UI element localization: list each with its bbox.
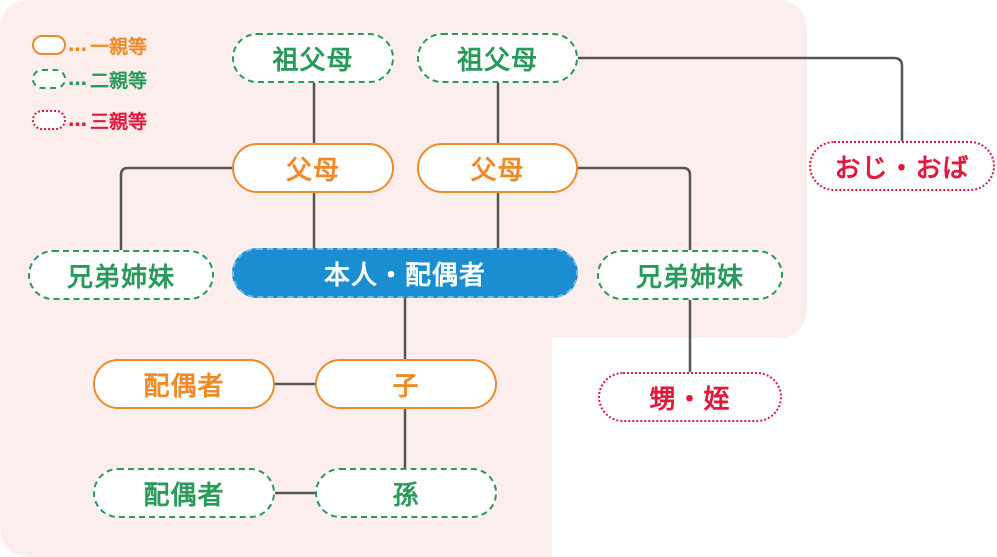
legend-dotted-marker [32,110,66,130]
node-uncle-aunt: おじ・おば [809,141,995,191]
node-nephew-niece: 甥・姪 [598,372,782,422]
legend-item-third-degree: … 三親等 [32,108,148,133]
legend-label: 二親等 [90,69,148,92]
connector-parents-siblings-right [578,166,692,250]
legend-label: 一親等 [90,35,148,58]
node-grandchild: 孫 [315,468,497,518]
node-child: 子 [315,359,497,409]
node-parents-left: 父母 [232,143,394,193]
connector-lines [119,56,904,495]
node-parents-right: 父母 [417,143,578,193]
legend-dashed-marker [32,69,66,89]
legend-item-first-degree: … 一親等 [32,33,148,58]
legend-solid-marker [32,35,66,55]
legend-ellipsis: … [68,68,87,90]
node-grandparents-right: 祖父母 [417,33,578,83]
legend-ellipsis: … [68,34,87,56]
node-grandparents-left: 祖父母 [232,33,394,83]
node-grandchild-spouse: 配偶者 [93,468,275,518]
node-self-spouse: 本人・配偶者 [232,248,578,298]
node-siblings-right: 兄弟姉妹 [597,250,783,300]
node-child-spouse: 配偶者 [93,359,275,409]
connector-grandparents-uncle-aunt [578,56,904,141]
connector-parents-siblings-left [119,166,234,250]
node-siblings-left: 兄弟姉妹 [28,250,214,300]
legend-label: 三親等 [90,110,148,133]
legend-ellipsis: … [68,109,87,131]
legend-item-second-degree: … 二親等 [32,67,148,92]
